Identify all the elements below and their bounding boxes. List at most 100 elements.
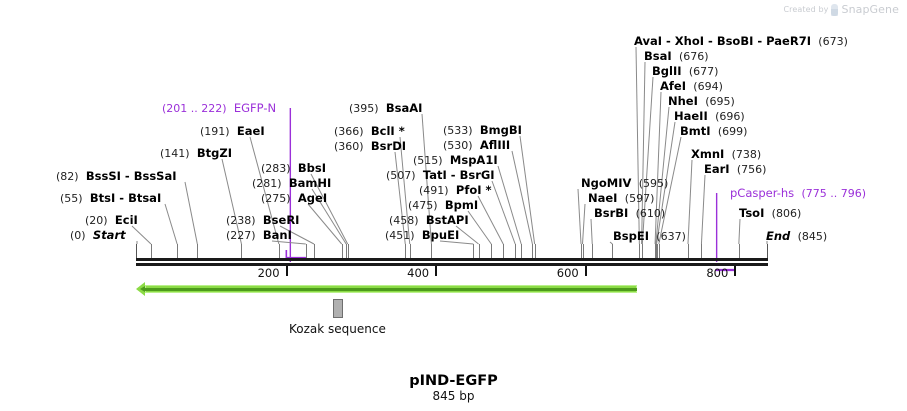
- site-enzyme-name: AgeI: [297, 191, 328, 205]
- site-label-pfoI[interactable]: (491) PfoI *: [419, 184, 492, 197]
- cut-site-tick[interactable]: [241, 244, 243, 258]
- site-label-bsaI[interactable]: BsaI (676): [644, 50, 709, 63]
- site-enzyme-name: TatI - BsrGI: [422, 168, 495, 182]
- cut-site-tick[interactable]: [582, 244, 584, 258]
- site-label-tsoI[interactable]: TsoI (806): [739, 207, 801, 220]
- site-position: (530): [443, 139, 473, 152]
- cut-site-tick[interactable]: [405, 244, 407, 258]
- site-label-btsI[interactable]: (55) BtsI - BtsaI: [60, 192, 161, 205]
- label-gap: [364, 139, 371, 153]
- watermark-prefix: Created by: [783, 5, 829, 14]
- site-label-bsrBI[interactable]: BsrBI (610): [594, 207, 665, 220]
- cut-site-tick[interactable]: [612, 244, 614, 258]
- cut-site-tick[interactable]: [491, 244, 493, 258]
- label-gap: [617, 191, 624, 205]
- site-label-bglII[interactable]: BglII (677): [652, 65, 718, 78]
- site-label-ageI[interactable]: (275) AgeI: [261, 192, 327, 205]
- cut-site-tick[interactable]: [341, 244, 343, 258]
- leader-aflIII: [511, 150, 533, 245]
- site-label-earI[interactable]: EarI (756): [704, 163, 766, 176]
- cut-site-tick[interactable]: [701, 244, 703, 258]
- site-enzyme-name: BsrBI: [594, 206, 629, 220]
- site-label-aflIII[interactable]: (530) AflIII: [443, 139, 510, 152]
- kozak-sequence-box[interactable]: [333, 299, 343, 318]
- cut-site-tick[interactable]: [503, 244, 505, 258]
- site-label-egfpn[interactable]: (201 .. 222) EGFP-N: [162, 102, 276, 115]
- site-label-bseRI[interactable]: (238) BseRI: [226, 214, 299, 227]
- site-label-xmnI[interactable]: XmnI (738): [691, 148, 761, 161]
- ruler-label-400: 400: [407, 266, 430, 280]
- cut-site-tick[interactable]: [532, 244, 534, 258]
- cut-site-tick[interactable]: [197, 244, 199, 258]
- site-label-start[interactable]: (0) Start: [70, 229, 126, 242]
- site-enzyme-name: MspA1I: [449, 153, 498, 167]
- site-label-bstAPI[interactable]: (458) BstAPI: [389, 214, 469, 227]
- site-label-bssSI[interactable]: (82) BssSI - BssSaI: [56, 170, 176, 183]
- cut-site-tick[interactable]: [177, 244, 179, 258]
- site-label-mspA1I[interactable]: (515) MspA1I: [413, 154, 498, 167]
- label-gap: [256, 213, 263, 227]
- site-label-tatI[interactable]: (507) TatI - BsrGI: [386, 169, 495, 182]
- cut-site-tick[interactable]: [641, 244, 643, 258]
- cut-site-tick[interactable]: [642, 244, 644, 258]
- cut-site-tick[interactable]: [534, 244, 536, 258]
- site-label-btgZI[interactable]: (141) BtgZI: [160, 147, 232, 160]
- site-enzyme-name: BglII: [652, 64, 682, 78]
- site-label-bpmI[interactable]: (475) BpmI: [408, 199, 478, 212]
- site-enzyme-name: Start: [92, 228, 126, 242]
- site-label-bbsI[interactable]: (283) BbsI: [261, 162, 326, 175]
- leader-ageI: [307, 203, 343, 245]
- cut-site-tick[interactable]: [655, 244, 657, 258]
- cut-site-tick[interactable]: [305, 244, 307, 258]
- cut-site-tick[interactable]: [150, 244, 152, 258]
- leader-xmnI: [687, 159, 693, 245]
- site-label-avaI[interactable]: AvaI - XhoI - BsoBI - PaeR7I (673): [634, 35, 848, 48]
- site-label-eaeI[interactable]: (191) EaeI: [200, 125, 265, 138]
- site-label-ngoMIV[interactable]: NgoMIV (595): [581, 177, 668, 190]
- cut-site-tick[interactable]: [521, 244, 523, 258]
- cut-site-tick[interactable]: [478, 244, 480, 258]
- site-position: (191): [200, 125, 230, 138]
- site-label-pcasperhs[interactable]: pCasper-hs (775 .. 796): [730, 187, 866, 200]
- site-position: (738): [731, 148, 762, 161]
- site-label-naeI[interactable]: NaeI (597): [588, 192, 654, 205]
- cut-site-tick[interactable]: [278, 244, 280, 258]
- cut-site-tick[interactable]: [347, 244, 349, 258]
- cut-site-tick[interactable]: [592, 244, 594, 258]
- site-label-bsrDI[interactable]: (360) BsrDI: [334, 140, 406, 153]
- site-label-eciI[interactable]: (20) EciI: [85, 214, 138, 227]
- site-label-haeII[interactable]: HaeII (696): [674, 110, 745, 123]
- site-label-nheI[interactable]: NheI (695): [668, 95, 735, 108]
- label-gap: [672, 49, 679, 63]
- site-enzyme-name: BmgBI: [479, 123, 522, 137]
- cut-site-tick[interactable]: [656, 244, 658, 258]
- cut-site-tick[interactable]: [738, 244, 740, 258]
- site-label-banI[interactable]: (227) BanI: [226, 229, 292, 242]
- backbone-bottom-strand: [136, 263, 768, 266]
- site-label-bmtI[interactable]: BmtI (699): [680, 125, 747, 138]
- cut-site-tick[interactable]: [581, 244, 583, 258]
- cut-site-tick[interactable]: [658, 244, 660, 258]
- cut-site-tick[interactable]: [687, 244, 689, 258]
- site-enzyme-name: BssSI - BssSaI: [85, 169, 177, 183]
- site-label-bamHI[interactable]: (281) BamHI: [252, 177, 331, 190]
- site-label-bmgBI[interactable]: (533) BmgBI: [443, 124, 522, 137]
- label-gap: [711, 124, 718, 138]
- cut-site-tick[interactable]: [473, 244, 475, 258]
- cut-site-tick[interactable]: [346, 244, 348, 258]
- site-label-end[interactable]: End (845): [766, 230, 827, 243]
- cut-site-tick[interactable]: [431, 244, 433, 258]
- cut-site-tick[interactable]: [314, 244, 315, 258]
- site-label-afeI[interactable]: AfeI (694): [660, 80, 723, 93]
- site-label-bpuEI[interactable]: (451) BpuEI: [385, 229, 459, 242]
- cut-site-tick[interactable]: [639, 244, 641, 258]
- site-enzyme-name: BtgZI: [196, 146, 233, 160]
- ruler-tick-400: [435, 266, 438, 276]
- cut-site-tick[interactable]: [409, 244, 411, 258]
- site-label-bclI[interactable]: (366) BclI *: [334, 125, 405, 138]
- cut-site-tick[interactable]: [655, 244, 657, 258]
- cut-site-tick[interactable]: [515, 244, 517, 258]
- leader-afeI: [654, 91, 662, 245]
- site-label-bspEI[interactable]: BspEI (637): [613, 230, 686, 243]
- site-label-bsaAI[interactable]: (395) BsaAI: [349, 102, 422, 115]
